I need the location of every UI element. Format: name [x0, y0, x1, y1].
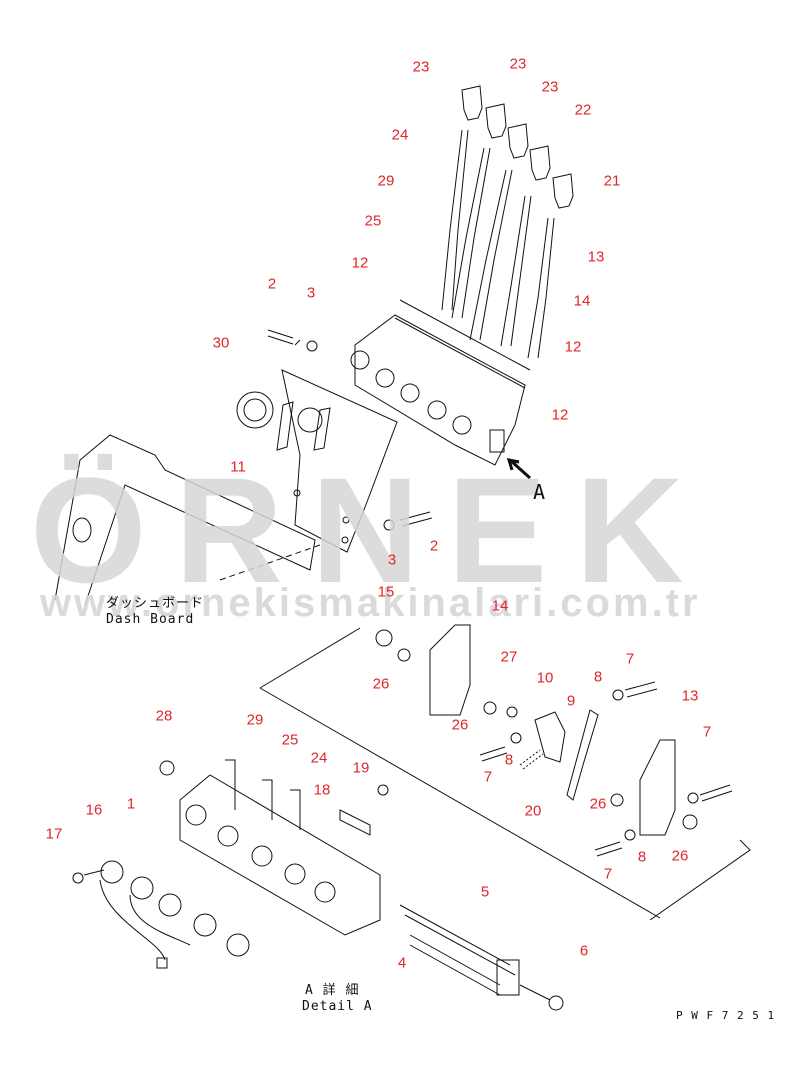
dash-board-label-jp: ダッシュボード	[106, 596, 205, 611]
callout: 7	[483, 768, 493, 786]
callout: 29	[377, 172, 395, 190]
levers	[441, 129, 555, 359]
callout: 10	[536, 669, 554, 687]
callout: 21	[603, 172, 621, 190]
small-parts	[72, 624, 733, 884]
callout: 7	[702, 723, 712, 741]
callout: 27	[500, 648, 518, 666]
callout: 12	[564, 338, 582, 356]
star-washer	[236, 391, 274, 429]
callout: 15	[377, 583, 395, 601]
callout: 24	[391, 126, 409, 144]
base-bracket	[179, 759, 381, 936]
watermark-url: www.ornekismakinalari.com.tr	[40, 581, 701, 625]
callout: 26	[671, 847, 689, 865]
callout: 2	[429, 537, 439, 555]
callout: 5	[480, 883, 490, 901]
lever-knobs	[461, 85, 574, 209]
callout: 3	[387, 551, 397, 569]
callout: 20	[524, 802, 542, 820]
callout: 8	[504, 751, 514, 769]
shafts	[399, 904, 516, 996]
detail-label-en: Detail A	[302, 999, 373, 1014]
callout: 26	[589, 795, 607, 813]
callout: 6	[579, 942, 589, 960]
callout: 7	[625, 650, 635, 668]
callout: 24	[310, 749, 328, 767]
callout: 23	[541, 78, 559, 96]
callout: 9	[566, 692, 576, 710]
switches	[99, 860, 250, 969]
callout: 26	[372, 675, 390, 693]
callout: 29	[246, 711, 264, 729]
bracket-plate	[276, 369, 398, 553]
callout: 13	[587, 248, 605, 266]
callout: 2	[267, 275, 277, 293]
callout: 17	[45, 825, 63, 843]
callout: 18	[313, 781, 331, 799]
callout: 13	[681, 687, 699, 705]
callout: 11	[230, 458, 246, 476]
callout: 3	[306, 284, 316, 302]
drawing-code: P W F 7 2 5 1	[676, 1009, 776, 1022]
view-arrow-label: A	[533, 480, 547, 504]
callout: 28	[155, 707, 173, 725]
callout: 8	[593, 668, 603, 686]
callout: 14	[573, 292, 591, 310]
callout: 30	[212, 334, 230, 352]
callout: 19	[352, 759, 370, 777]
callout: 25	[364, 212, 382, 230]
callout: 25	[281, 731, 299, 749]
detail-frame	[259, 627, 751, 921]
callout: 8	[637, 848, 647, 866]
view-arrow-icon	[506, 458, 532, 480]
dash-board-label-en: Dash Board	[106, 612, 195, 627]
callout: 7	[603, 865, 613, 883]
callout: 22	[574, 101, 592, 119]
watermark-brand: ÖRNEK	[30, 446, 712, 614]
callout: 12	[351, 254, 369, 272]
callout: 16	[85, 801, 103, 819]
callout: 12	[551, 406, 569, 424]
callout: 4	[397, 954, 407, 972]
control-valve-body	[350, 299, 531, 466]
callout: 1	[126, 795, 136, 813]
callout: 23	[412, 58, 430, 76]
callout: 23	[509, 55, 527, 73]
detail-label-jp: A 詳 細	[305, 983, 360, 998]
callout: 26	[451, 716, 469, 734]
dash-board	[54, 434, 321, 606]
callout: 14	[491, 597, 509, 615]
